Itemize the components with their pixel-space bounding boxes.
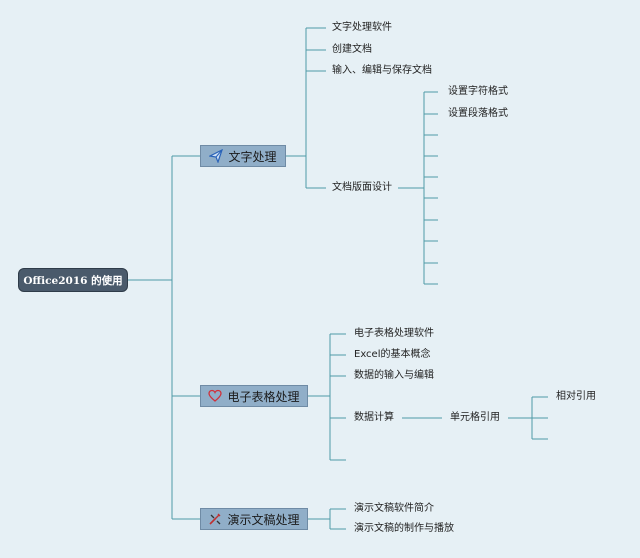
subtopic-spreadsheet-software[interactable]: 电子表格处理软件 (354, 328, 434, 339)
subtopic-paragraph-format[interactable]: 设置段落格式 (448, 108, 508, 119)
branch-topic-label: 演示文稿处理 (227, 512, 300, 527)
subtopic-data-calculation[interactable]: 数据计算 (354, 412, 394, 423)
branch-topic-label: 文字处理 (228, 149, 277, 164)
branch-topic-spreadsheet[interactable]: 电子表格处理 (200, 385, 308, 407)
root-topic-label: Office2016 的使用 (23, 274, 123, 287)
subtopic-excel-basics[interactable]: Excel的基本概念 (354, 349, 431, 360)
subtopic-create-document[interactable]: 创建文档 (332, 44, 372, 55)
subtopic-cell-reference[interactable]: 单元格引用 (450, 412, 500, 423)
subtopic-input-edit-save[interactable]: 输入、编辑与保存文档 (332, 65, 432, 76)
subtopic-word-software[interactable]: 文字处理软件 (332, 22, 392, 33)
subtopic-data-input-edit[interactable]: 数据的输入与编辑 (354, 370, 434, 381)
branch-topic-label: 电子表格处理 (227, 389, 300, 404)
subtopic-presentation-intro[interactable]: 演示文稿软件简介 (354, 503, 434, 514)
subtopic-layout-design[interactable]: 文档版面设计 (332, 182, 392, 193)
paper-plane-icon (209, 149, 224, 163)
branch-topic-word-processing[interactable]: 文字处理 (200, 145, 286, 167)
branch-topic-presentation[interactable]: 演示文稿处理 (200, 508, 308, 530)
heart-icon (208, 389, 223, 403)
tools-icon (208, 512, 222, 526)
subtopic-character-format[interactable]: 设置字符格式 (448, 86, 508, 97)
subtopic-presentation-make-play[interactable]: 演示文稿的制作与播放 (354, 523, 454, 534)
root-topic[interactable]: Office2016 的使用 (18, 268, 128, 292)
subtopic-relative-reference[interactable]: 相对引用 (556, 391, 596, 402)
